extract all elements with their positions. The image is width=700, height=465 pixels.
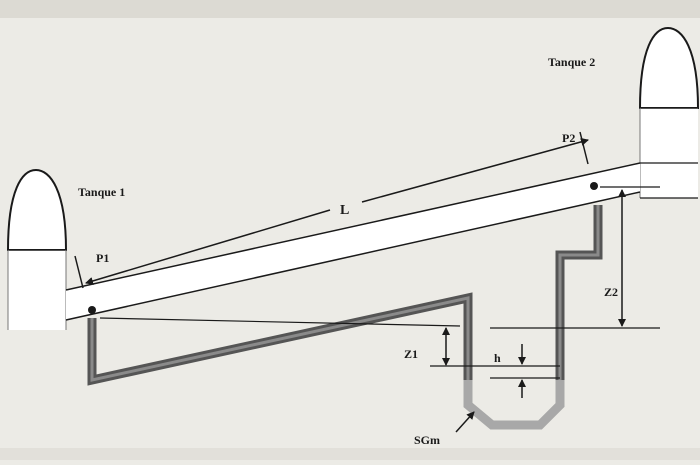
tank-2 bbox=[638, 26, 700, 198]
manometer-tubing bbox=[87, 205, 603, 430]
tank-2-label: Tanque 2 bbox=[548, 55, 595, 69]
tank-2-body bbox=[640, 108, 698, 198]
z1-label: Z1 bbox=[404, 347, 418, 361]
p2-label: P2 bbox=[562, 131, 575, 145]
left-connecting-tube-inner bbox=[90, 296, 470, 395]
sgm-label: SGm bbox=[414, 433, 440, 447]
length-label: L bbox=[340, 203, 349, 218]
pipe-body bbox=[66, 163, 640, 320]
sgm-pointer-arrow bbox=[455, 411, 475, 433]
p2-marker-line bbox=[579, 131, 589, 165]
length-arrow-right bbox=[361, 137, 589, 203]
u-tube-manometer-fluid bbox=[463, 380, 565, 430]
tank-2-dome bbox=[638, 26, 700, 109]
bottom-scan-edge bbox=[0, 448, 700, 460]
p1-marker-line bbox=[74, 255, 84, 289]
p2-tap-point bbox=[590, 182, 598, 190]
tank-1-label: Tanque 1 bbox=[78, 185, 125, 199]
h-label: h bbox=[494, 351, 501, 365]
p1-tap-point bbox=[88, 306, 96, 314]
inclined-pipe bbox=[65, 162, 698, 321]
tank-1 bbox=[6, 168, 68, 330]
p1-reference-line bbox=[99, 317, 461, 327]
length-arrow-left bbox=[85, 209, 331, 285]
pipe-top-wall bbox=[65, 162, 641, 291]
z2-label: Z2 bbox=[604, 285, 618, 299]
tank-1-body bbox=[8, 250, 66, 330]
tank-1-dome bbox=[6, 168, 68, 251]
top-scan-edge bbox=[0, 0, 700, 18]
p1-label: P1 bbox=[96, 251, 109, 265]
right-connecting-tube-inner bbox=[558, 205, 600, 385]
pipe-bottom-wall bbox=[65, 191, 641, 321]
